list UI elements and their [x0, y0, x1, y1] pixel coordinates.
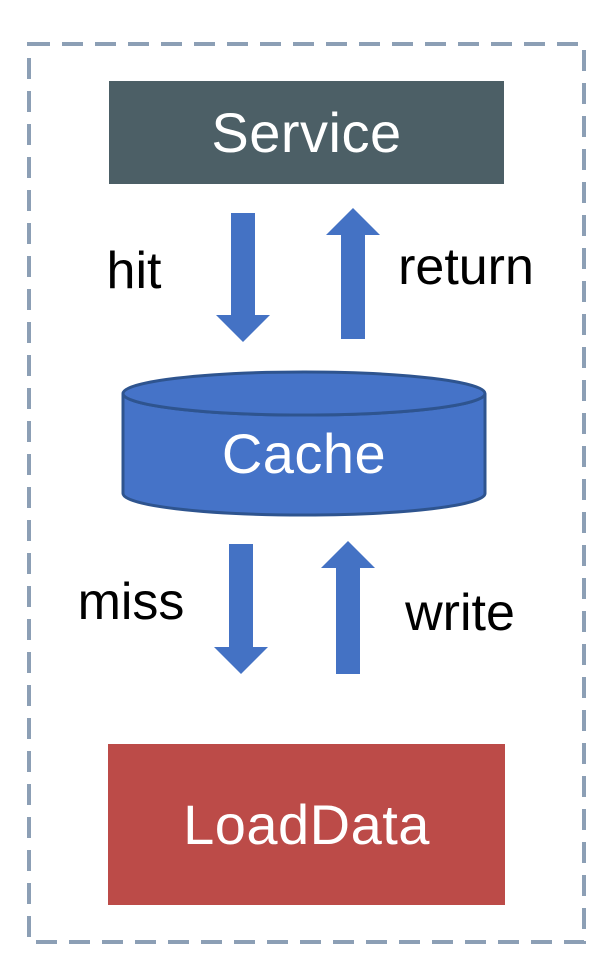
return-label: return [398, 238, 534, 296]
write-up-arrow-icon [321, 541, 375, 674]
hit-label: hit [106, 242, 162, 300]
dashed-border-frame [27, 42, 586, 944]
loaddata-node: LoadData [108, 744, 505, 905]
write-label: write [405, 584, 515, 642]
loaddata-label: LoadData [183, 793, 430, 856]
hit-down-arrow-icon [216, 213, 270, 342]
miss-label: miss [77, 573, 185, 631]
cache-label: Cache [221, 421, 387, 485]
service-label: Service [211, 101, 402, 164]
cache-node: Cache [124, 408, 484, 498]
miss-down-arrow-icon [214, 544, 268, 674]
service-node: Service [109, 81, 504, 184]
cache-cylinder-top [121, 370, 487, 417]
return-up-arrow-icon [326, 208, 380, 339]
